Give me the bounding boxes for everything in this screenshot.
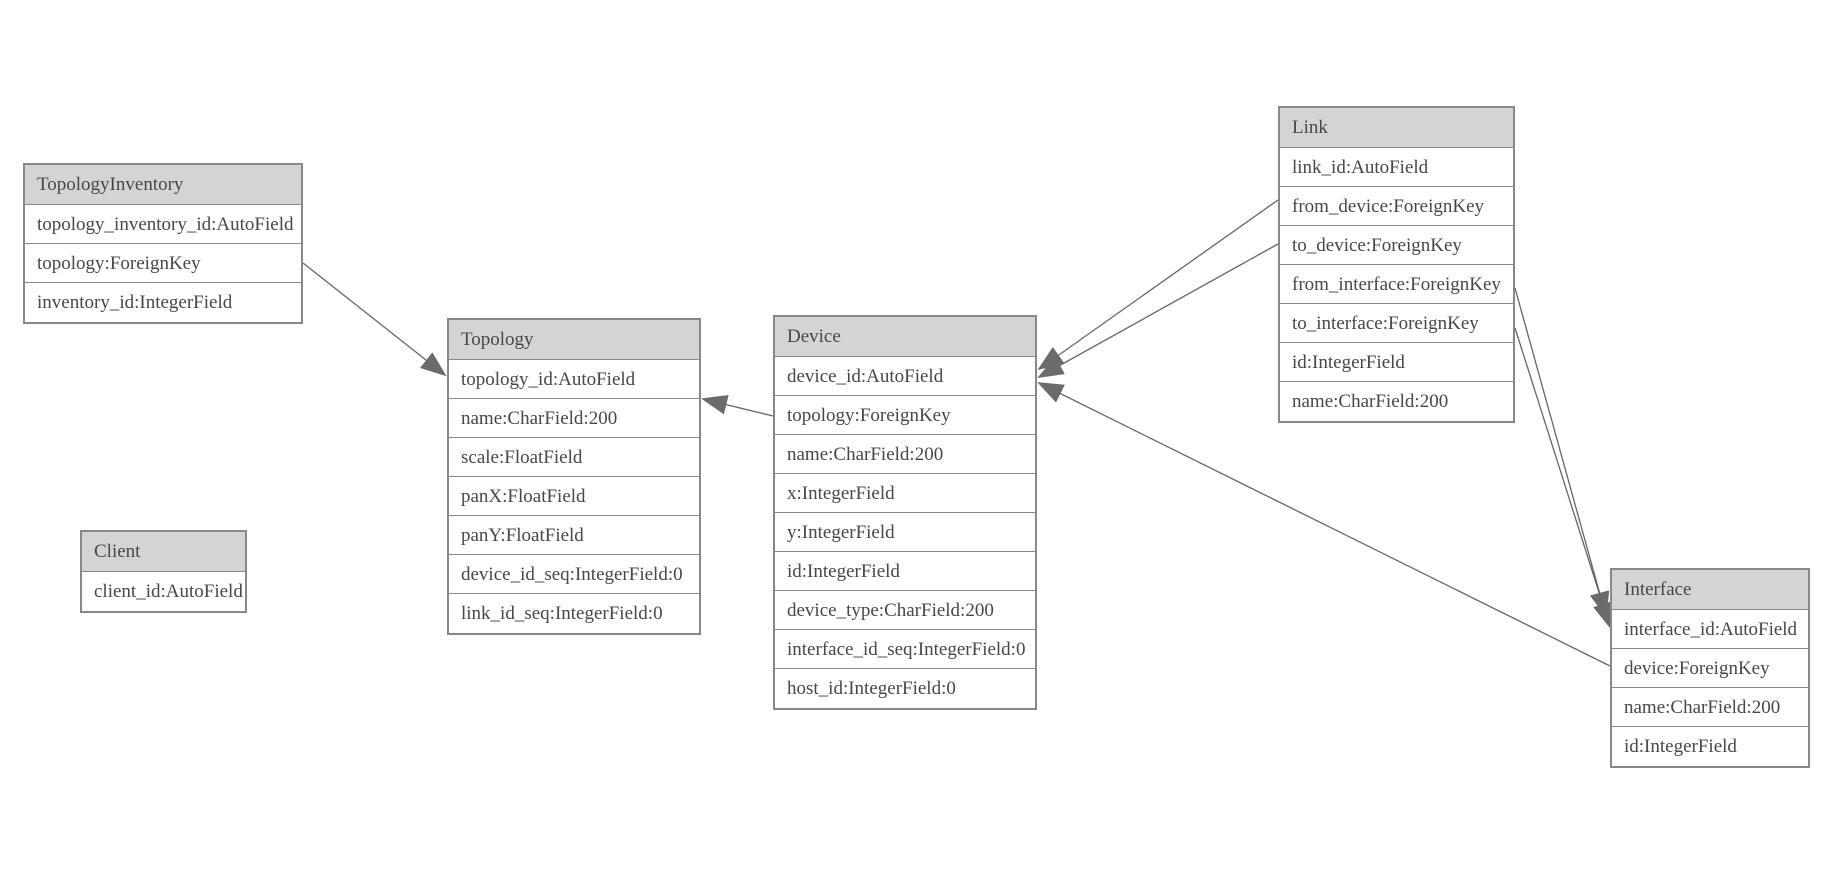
relation-line-link-todevice-device xyxy=(1037,243,1279,378)
field-row: topology_id:AutoField xyxy=(449,360,699,399)
field-row: to_interface:ForeignKey xyxy=(1280,304,1513,343)
field-row: from_device:ForeignKey xyxy=(1280,187,1513,226)
field-row: id:IntegerField xyxy=(1280,343,1513,382)
field-row: from_interface:ForeignKey xyxy=(1280,265,1513,304)
field-row: interface_id:AutoField xyxy=(1612,610,1808,649)
field-row: device_id_seq:IntegerField:0 xyxy=(449,555,699,594)
field-row: x:IntegerField xyxy=(775,474,1035,513)
relation-line-link-frominterface-interface xyxy=(1514,287,1610,618)
field-row: scale:FloatField xyxy=(449,438,699,477)
entity-client-fields: client_id:AutoField xyxy=(82,572,245,611)
relation-line-link-tointerface-interface xyxy=(1514,327,1613,629)
field-row: topology_inventory_id:AutoField xyxy=(25,205,301,244)
entity-link-header: Link xyxy=(1280,108,1513,148)
relation-line-interface-device xyxy=(1037,382,1611,667)
relation-line-link-fromdevice-device xyxy=(1037,199,1279,371)
field-row: device_id:AutoField xyxy=(775,357,1035,396)
field-row: inventory_id:IntegerField xyxy=(25,283,301,322)
field-row: panX:FloatField xyxy=(449,477,699,516)
relation-line-topologyinventory-topology xyxy=(302,262,447,377)
entity-client-header: Client xyxy=(82,532,245,572)
field-row: panY:FloatField xyxy=(449,516,699,555)
field-row: link_id:AutoField xyxy=(1280,148,1513,187)
field-row: name:CharField:200 xyxy=(1280,382,1513,421)
entity-interface-header: Interface xyxy=(1612,570,1808,610)
entity-device-header: Device xyxy=(775,317,1035,357)
relation-line-device-topology xyxy=(701,394,774,417)
entity-topology-header: Topology xyxy=(449,320,699,360)
field-row: device_type:CharField:200 xyxy=(775,591,1035,630)
field-row: y:IntegerField xyxy=(775,513,1035,552)
field-row: topology:ForeignKey xyxy=(25,244,301,283)
entity-topologyinventory: TopologyInventory topology_inventory_id:… xyxy=(23,163,303,324)
field-row: name:CharField:200 xyxy=(449,399,699,438)
entity-client: Client client_id:AutoField xyxy=(80,530,247,613)
field-row: interface_id_seq:IntegerField:0 xyxy=(775,630,1035,669)
field-row: to_device:ForeignKey xyxy=(1280,226,1513,265)
field-row: name:CharField:200 xyxy=(775,435,1035,474)
field-row: id:IntegerField xyxy=(1612,727,1808,766)
field-row: device:ForeignKey xyxy=(1612,649,1808,688)
entity-topologyinventory-header: TopologyInventory xyxy=(25,165,301,205)
field-row: id:IntegerField xyxy=(775,552,1035,591)
field-row: topology:ForeignKey xyxy=(775,396,1035,435)
field-row: client_id:AutoField xyxy=(82,572,245,611)
field-row: name:CharField:200 xyxy=(1612,688,1808,727)
field-row: link_id_seq:IntegerField:0 xyxy=(449,594,699,633)
field-row: host_id:IntegerField:0 xyxy=(775,669,1035,708)
